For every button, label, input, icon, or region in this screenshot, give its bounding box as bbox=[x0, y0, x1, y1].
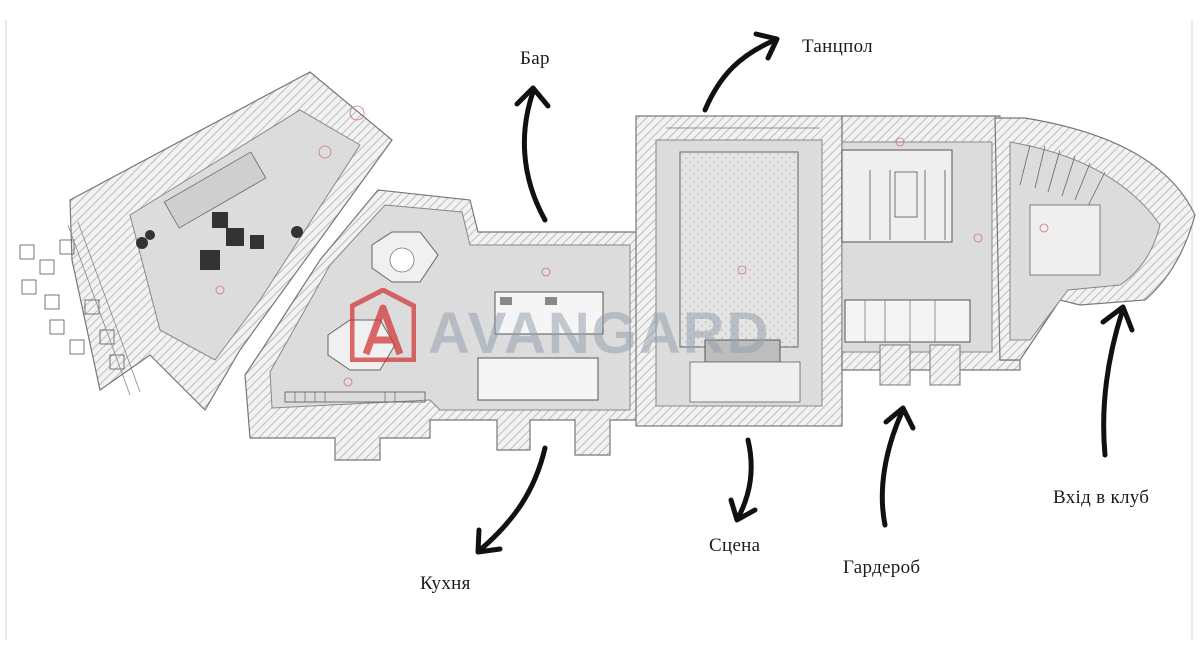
label-wardrobe: Гардероб bbox=[843, 557, 921, 578]
label-kitchen: Кухня bbox=[420, 573, 471, 594]
arrow-entrance bbox=[1100, 304, 1135, 458]
restaurant-wing bbox=[19, 71, 393, 411]
arrow-bar bbox=[514, 85, 551, 223]
entrance-block bbox=[994, 117, 1196, 361]
label-dance-floor: Танцпол bbox=[802, 36, 873, 57]
watermark-logo bbox=[350, 288, 416, 362]
arrow-dance-floor bbox=[702, 31, 780, 113]
arrow-wardrobe bbox=[879, 405, 916, 528]
arrow-kitchen bbox=[475, 445, 548, 555]
wardrobe-block bbox=[841, 115, 1021, 386]
label-bar: Бар bbox=[520, 48, 550, 69]
label-stage: Сцена bbox=[709, 535, 761, 556]
arrow-stage bbox=[728, 437, 758, 523]
label-entrance: Вхід в клуб bbox=[1053, 487, 1150, 508]
watermark-text: AVANGARD bbox=[428, 301, 771, 366]
stage-block bbox=[635, 115, 843, 427]
